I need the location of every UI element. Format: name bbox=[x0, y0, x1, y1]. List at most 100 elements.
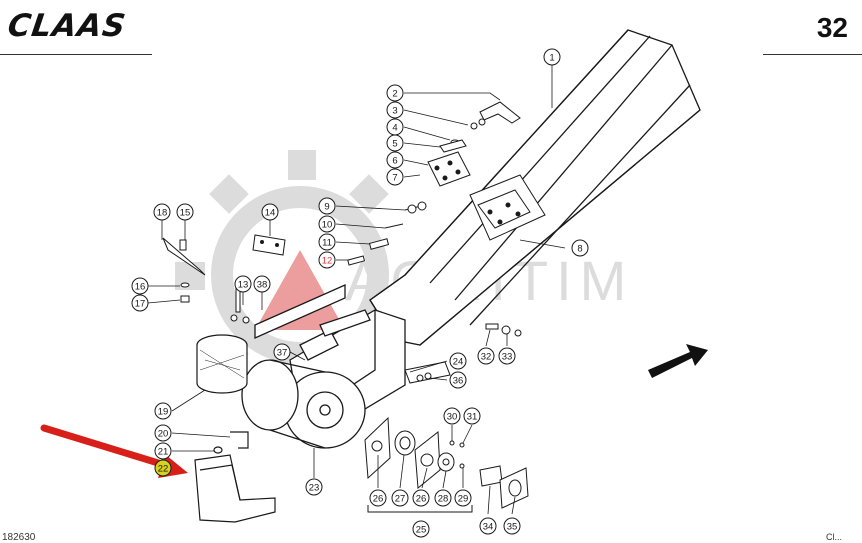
header-rule-right bbox=[763, 54, 862, 55]
mounting-plate bbox=[427, 101, 521, 187]
callout-circle-c23 bbox=[305, 478, 323, 496]
callout-circle-c36 bbox=[449, 371, 467, 389]
callout-circle-c1 bbox=[543, 48, 561, 66]
callout-label-c11: 11 bbox=[322, 238, 332, 249]
callout-label-c25: 25 bbox=[416, 525, 427, 536]
callout-circle-c6 bbox=[386, 151, 404, 169]
callout-label-c7: 7 bbox=[392, 173, 397, 184]
callout-circle-c18 bbox=[153, 203, 171, 221]
bracket-18 bbox=[162, 237, 206, 303]
callout-circle-c31 bbox=[463, 407, 481, 425]
callout-circle-c28 bbox=[434, 489, 452, 507]
auger-tube bbox=[369, 29, 701, 346]
callout-circle-c14 bbox=[261, 203, 279, 221]
wear-band bbox=[196, 334, 248, 394]
callout-label-c36: 36 bbox=[453, 376, 464, 387]
watermark-gear-icon bbox=[211, 186, 389, 364]
callout-label-c24: 24 bbox=[453, 357, 464, 368]
callout-label-c1: 1 bbox=[549, 53, 554, 64]
callout-label-c15: 15 bbox=[180, 208, 191, 219]
callout-circle-c32 bbox=[477, 347, 495, 365]
callout-circle-c35 bbox=[503, 517, 521, 535]
callout-circle-c30 bbox=[443, 407, 461, 425]
callout-label-c10: 10 bbox=[322, 220, 333, 231]
callout-circle-c13 bbox=[234, 275, 252, 293]
callout-label-c32: 32 bbox=[481, 352, 492, 363]
callout-labels: 1234567891011121314151617181920212223242… bbox=[131, 48, 589, 538]
callout-label-c26a: 26 bbox=[373, 494, 384, 505]
callout-label-c13: 13 bbox=[238, 280, 249, 291]
callout-circle-c24 bbox=[449, 352, 467, 370]
callout-circle-c19 bbox=[154, 402, 172, 420]
callout-label-c28: 28 bbox=[438, 494, 449, 505]
watermark-triangle bbox=[255, 250, 345, 330]
hardware-24-36 bbox=[404, 323, 522, 384]
callout-circle-c38 bbox=[253, 275, 271, 293]
callout-label-c35: 35 bbox=[507, 522, 518, 533]
callout-label-c17: 17 bbox=[135, 299, 146, 310]
callout-label-c23: 23 bbox=[309, 483, 320, 494]
callout-label-c5: 5 bbox=[392, 139, 397, 150]
callout-label-c9: 9 bbox=[324, 202, 329, 213]
callout-label-c14: 14 bbox=[265, 208, 276, 219]
callout-label-c18: 18 bbox=[157, 208, 168, 219]
callout-circle-c12 bbox=[318, 251, 336, 269]
callout-label-c37: 37 bbox=[277, 348, 288, 359]
liner-shoe bbox=[194, 431, 276, 523]
callout-circle-c11 bbox=[318, 233, 336, 251]
bearing-group bbox=[364, 416, 529, 509]
callout-label-c29: 29 bbox=[458, 494, 469, 505]
callout-circle-c17 bbox=[131, 294, 149, 312]
callout-label-c2: 2 bbox=[392, 89, 397, 100]
callout-label-c30: 30 bbox=[447, 412, 458, 423]
callout-label-c20: 20 bbox=[158, 429, 169, 440]
callout-label-c27: 27 bbox=[395, 494, 406, 505]
hardware-9-12 bbox=[347, 201, 427, 266]
callout-circle-c26a bbox=[369, 489, 387, 507]
group-bracket-25 bbox=[367, 505, 473, 513]
callout-label-c4: 4 bbox=[392, 123, 397, 134]
callout-circle-c26b bbox=[412, 489, 430, 507]
plate-14 bbox=[252, 234, 286, 256]
callout-circle-c2 bbox=[386, 84, 404, 102]
callout-circle-c16 bbox=[131, 277, 149, 295]
callout-label-c21: 21 bbox=[158, 447, 169, 458]
callout-label-c31: 31 bbox=[467, 412, 478, 423]
header-rule-left bbox=[0, 54, 152, 55]
callout-circle-c8 bbox=[571, 239, 589, 257]
callout-label-c33: 33 bbox=[502, 352, 513, 363]
callout-circle-c33 bbox=[498, 347, 516, 365]
callout-circle-c34 bbox=[479, 517, 497, 535]
callout-circle-c15 bbox=[176, 203, 194, 221]
tube-window bbox=[469, 174, 546, 241]
callout-circle-c21 bbox=[154, 442, 172, 460]
callout-circle-c9 bbox=[318, 197, 336, 215]
callout-circle-c3 bbox=[386, 101, 404, 119]
callout-circle-c10 bbox=[318, 215, 336, 233]
callout-label-c22: 22 bbox=[158, 464, 169, 475]
callout-circle-c27 bbox=[391, 489, 409, 507]
footer-code: 182630 bbox=[2, 532, 36, 543]
callout-label-c38: 38 bbox=[257, 280, 268, 291]
callout-circle-c5 bbox=[386, 134, 404, 152]
callout-label-c12: 12 bbox=[322, 256, 333, 267]
callout-circle-c37 bbox=[273, 343, 291, 361]
auger-housing bbox=[241, 283, 406, 449]
callout-circle-c29 bbox=[454, 489, 472, 507]
callout-circle-c7 bbox=[386, 168, 404, 186]
callout-label-c26b: 26 bbox=[416, 494, 427, 505]
footer-note: Cl... bbox=[825, 532, 842, 542]
callout-label-c3: 3 bbox=[392, 106, 397, 117]
callout-label-c8: 8 bbox=[577, 244, 582, 255]
page-number: 32 bbox=[816, 12, 848, 43]
callout-circle-c22 bbox=[154, 459, 172, 477]
callout-label-c19: 19 bbox=[158, 407, 169, 418]
callout-circle-c20 bbox=[154, 424, 172, 442]
callout-label-c6: 6 bbox=[392, 156, 397, 167]
callout-circle-c25 bbox=[412, 520, 430, 538]
callout-label-c34: 34 bbox=[483, 522, 494, 533]
leader-lines bbox=[147, 64, 566, 515]
callout-label-c16: 16 bbox=[135, 282, 146, 293]
